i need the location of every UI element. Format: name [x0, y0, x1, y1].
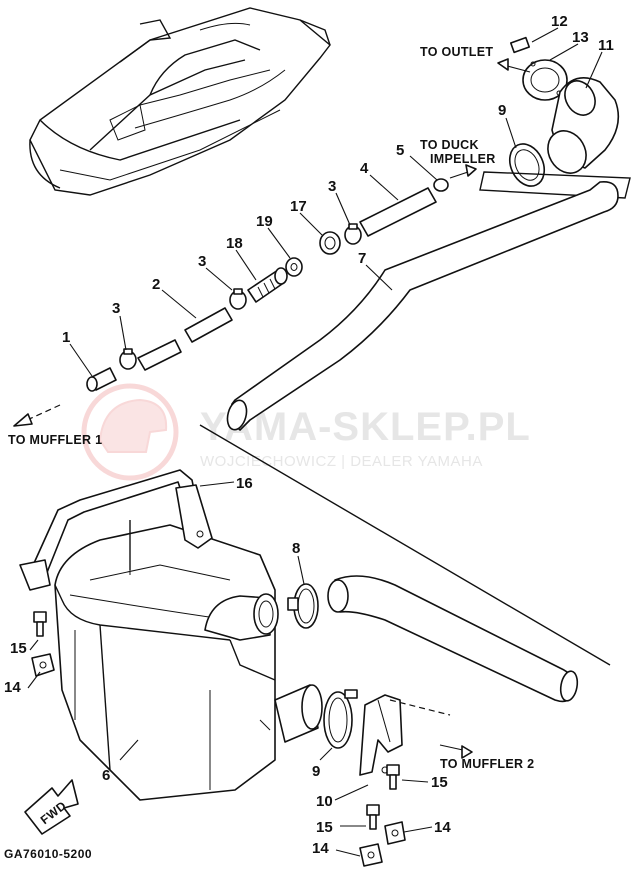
hose-lower: [327, 575, 579, 703]
label-part-16: 16: [236, 475, 253, 492]
label-part-11: 11: [598, 37, 614, 54]
callout-to-outlet: TO OUTLET: [420, 45, 493, 59]
label-part-12: 12: [551, 13, 568, 30]
clamp-3a: [119, 348, 137, 370]
label-part-10: 10: [316, 793, 333, 810]
label-part-15a: 15: [10, 640, 27, 657]
fitting-17: [319, 231, 341, 255]
outlet-assembly: [479, 36, 631, 199]
label-part-9a: 9: [498, 102, 506, 119]
muffler-6: [54, 524, 323, 801]
part-number-labels: 12 13 11 9 5 4 3 17 19 18 3 2 3 1 7 16 8…: [4, 13, 614, 857]
watermark-subtext: WOJCIECHOWICZ | DEALER YAMAHA: [200, 453, 483, 470]
washer-19: [285, 257, 303, 277]
label-part-9b: 9: [312, 763, 320, 780]
damper-14a: [31, 653, 55, 677]
damper-14b: [384, 821, 406, 845]
label-part-15c: 15: [316, 819, 333, 836]
callout-to-muffler-2: TO MUFFLER 2: [440, 757, 534, 771]
bolt-15c: [366, 804, 380, 830]
clamp-5: [433, 178, 449, 192]
pipe-2: [137, 307, 233, 371]
label-part-14c: 14: [312, 840, 329, 857]
clamp-9b: [323, 689, 358, 749]
leader-lines: [27, 27, 603, 857]
band-10: [359, 694, 403, 776]
diagram-code: GA76010-5200: [4, 847, 92, 861]
label-part-15b: 15: [431, 774, 448, 791]
watermark: YAMA-SKLEP.PL WOJCIECHOWICZ | DEALER YAM…: [81, 383, 530, 481]
hose-7: [226, 180, 619, 431]
bolt-15a: [33, 611, 47, 637]
label-part-5: 5: [396, 142, 404, 159]
label-part-6: 6: [102, 767, 110, 784]
nipple-1: [86, 367, 117, 392]
label-part-3a: 3: [112, 300, 120, 317]
clamp-8: [287, 583, 319, 629]
label-part-14b: 14: [434, 819, 451, 836]
clamp-3c: [344, 223, 362, 245]
callout-impeller: IMPELLER: [430, 152, 496, 166]
label-part-19: 19: [256, 213, 273, 230]
label-part-14a: 14: [4, 679, 21, 696]
band-16: [19, 469, 213, 591]
label-part-8: 8: [292, 540, 300, 557]
clamp-3b: [229, 288, 247, 310]
forward-arrow-icon: FWD: [24, 779, 79, 835]
label-part-17: 17: [290, 198, 307, 215]
label-part-4: 4: [360, 160, 369, 177]
arrow-to-muffler-1: [13, 404, 61, 427]
joint-18: [247, 267, 288, 303]
label-part-1: 1: [62, 329, 70, 346]
helmet-logo-icon: [81, 383, 179, 481]
guide-line-muffler-2: [389, 699, 451, 716]
watercraft-illustration: [29, 7, 331, 196]
damper-14c: [359, 843, 383, 867]
pipe-4: [359, 187, 437, 237]
label-part-3b: 3: [198, 253, 206, 270]
callout-to-muffler-1: TO MUFFLER 1: [8, 433, 102, 447]
section-divider: [199, 424, 611, 666]
label-part-2: 2: [152, 276, 160, 293]
bolt-15b: [386, 764, 400, 790]
callout-to-duck: TO DUCK: [420, 138, 479, 152]
label-part-3c: 3: [328, 178, 336, 195]
label-part-7: 7: [358, 250, 366, 267]
label-part-18: 18: [226, 235, 243, 252]
label-part-13: 13: [572, 29, 589, 46]
